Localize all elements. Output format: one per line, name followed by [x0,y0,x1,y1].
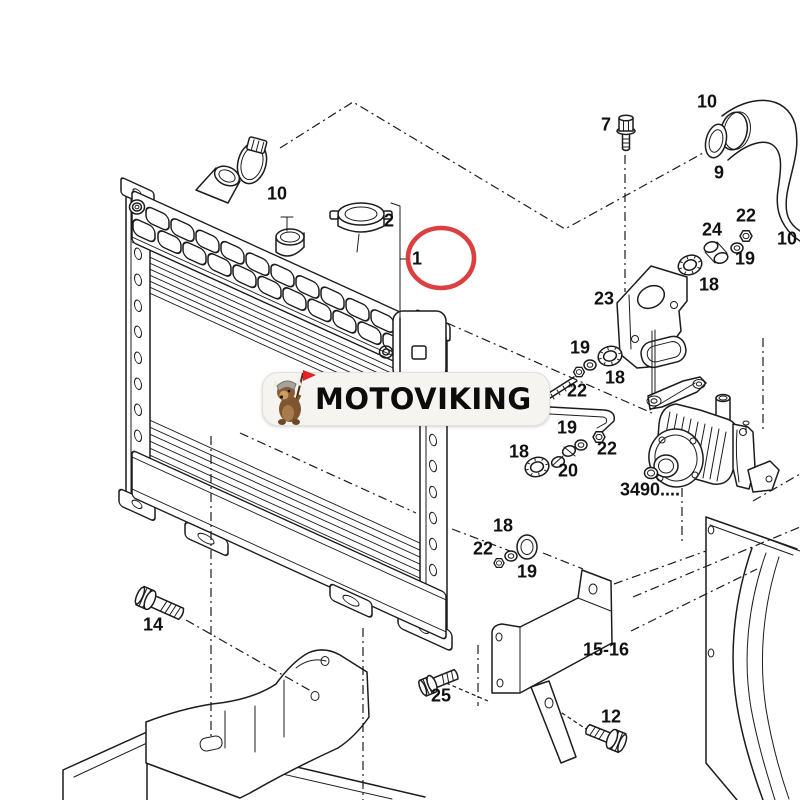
hose-outlet-stub [195,165,241,204]
watermark-text: MOTOVIKING [315,382,532,416]
part-label-20-spacer: 20 [557,460,579,481]
part-label-22-nut-3: 22 [596,438,618,459]
part-label-18-ring: 18 [698,274,720,295]
part-label-18-ring-3: 18 [508,441,530,462]
lower-support-bracket [145,649,370,799]
spacer-24 [703,240,729,265]
part-label-12-bolt: 12 [600,706,622,727]
part-label-19-washer-2: 19 [569,337,591,358]
part-label-19-washer-3: 19 [556,417,578,438]
part-label-22-nut: 22 [735,205,757,226]
part-label-10-clamp: 10 [266,183,288,204]
part-label-19-washer-4: 19 [516,561,538,582]
neck-leader-line [280,216,294,232]
grommet-set [493,534,538,569]
part-label-10-clamp-right: 10 [696,91,718,112]
bolt-7 [616,114,636,152]
part-label-25-bolt: 25 [430,685,452,706]
part-label-14-bolt: 14 [142,614,164,635]
pump-flange [643,428,704,488]
construction-lines [185,101,800,800]
frame-pivot-boss [128,199,146,215]
bracket-15-16 [491,569,613,764]
part-label-22-nut-2: 22 [566,380,588,401]
part-label-23-bracket: 23 [593,288,615,309]
hose-clamp-upper-left [236,136,268,185]
spacer-20 [550,445,577,468]
part-label-24-spacer: 24 [701,219,723,240]
part-label-15-16-bracket: 15-16 [582,639,630,660]
part-label-1-radiator: 1 [411,248,423,269]
hardware-column [674,230,753,279]
part-label-9-hose: 9 [713,162,725,183]
part-label-7-bolt: 7 [600,114,612,135]
water-pump [643,376,780,493]
radiator-cap [329,202,393,253]
part-label-2-cap: 2 [383,210,395,231]
part-label-18-ring-2: 18 [604,367,626,388]
watermark-logo: MOTOVIKING [262,370,550,426]
pump-arm [646,376,707,411]
highlight-circle [405,225,477,291]
part-label-18-grommet: 18 [492,515,514,536]
part-label-3490-pump: 3490.... [619,479,681,500]
bolt-25 [418,668,459,697]
part-label-19-washer: 19 [734,248,756,269]
viking-dog-mascot-icon [273,370,316,425]
pump-mount-plate [732,420,780,493]
part-label-10-hose-end: 10 [776,228,798,249]
fan-shroud [705,516,800,800]
bracket-23 [616,265,688,396]
gusset-arm [530,680,577,764]
part-label-22-nut-4: 22 [472,538,494,559]
filler-neck [275,228,305,257]
bolt-14 [134,585,185,621]
bolt-12 [585,723,628,754]
upper-hose [704,99,800,242]
